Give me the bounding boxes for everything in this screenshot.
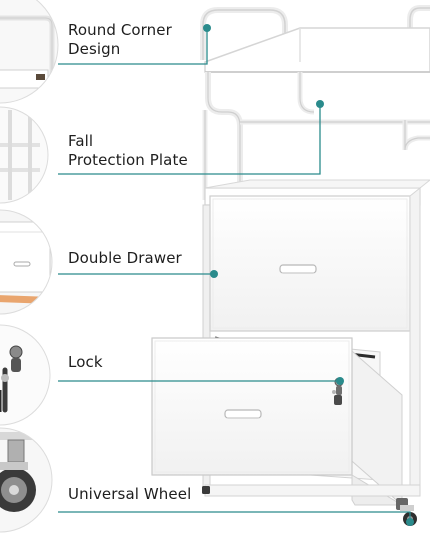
callout-dot-round-corner (203, 24, 211, 32)
lower-drawer (151, 336, 404, 507)
callout-line-universal-wheel (58, 511, 411, 522)
side-uprights (202, 72, 430, 200)
fall-protection-thumb (0, 106, 49, 204)
feature-label-universal-wheel: Universal Wheel (68, 485, 192, 503)
callout-dot-lock (336, 377, 344, 385)
feature-label-lock: Lock (68, 353, 103, 371)
callout-dot-fall-protection (316, 100, 324, 108)
universal-wheel-thumb (0, 427, 53, 533)
callout-line-round-corner (58, 28, 208, 65)
callout-line-fall-protection (58, 104, 321, 175)
top-rack (200, 5, 430, 73)
feature-label-fall-protection: Fall Protection Plate (68, 132, 188, 169)
file-cabinet (151, 5, 430, 526)
feature-label-round-corner: Round Corner Design (68, 21, 172, 58)
callout-dots (203, 24, 414, 526)
lock-thumb (0, 324, 51, 426)
double-drawer-thumb (0, 209, 53, 315)
upper-drawer (209, 195, 411, 332)
callout-dot-double-drawer (210, 270, 218, 278)
callout-dot-universal-wheel (406, 518, 414, 526)
round-corner-thumb (0, 0, 59, 104)
feature-label-double-drawer: Double Drawer (68, 249, 182, 267)
